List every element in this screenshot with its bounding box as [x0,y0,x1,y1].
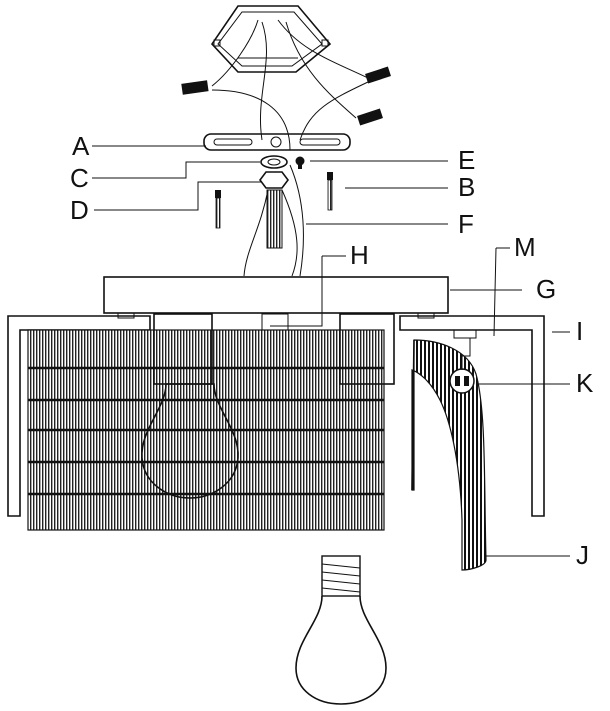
hex-nut [259,171,289,189]
label-c: C [70,163,89,193]
label-f: F [458,209,474,239]
label-d: D [70,195,89,225]
threaded-rod [243,164,304,277]
label-i: I [576,316,583,346]
junction-box [210,5,332,73]
label-k: K [576,368,594,398]
label-g: G [536,274,556,304]
drum-shade [27,329,385,531]
screw-b [327,172,333,211]
label-b: B [458,172,475,202]
label-h: H [350,240,369,270]
label-m: M [514,232,536,262]
ground-screw [295,156,305,169]
curved-shade-panel [411,339,487,571]
mounting-clip-k [449,368,475,394]
leader-lines [92,145,570,557]
label-j: J [576,540,589,570]
label-e: E [458,145,475,175]
light-bulb [295,555,387,705]
screw-d [215,190,221,229]
canopy [103,276,449,319]
label-a: A [72,131,90,161]
supply-wires [181,19,391,151]
lock-nut [260,155,288,169]
inner-bulb [141,383,239,499]
mounting-bracket [203,133,351,151]
bracket-m [453,330,477,370]
